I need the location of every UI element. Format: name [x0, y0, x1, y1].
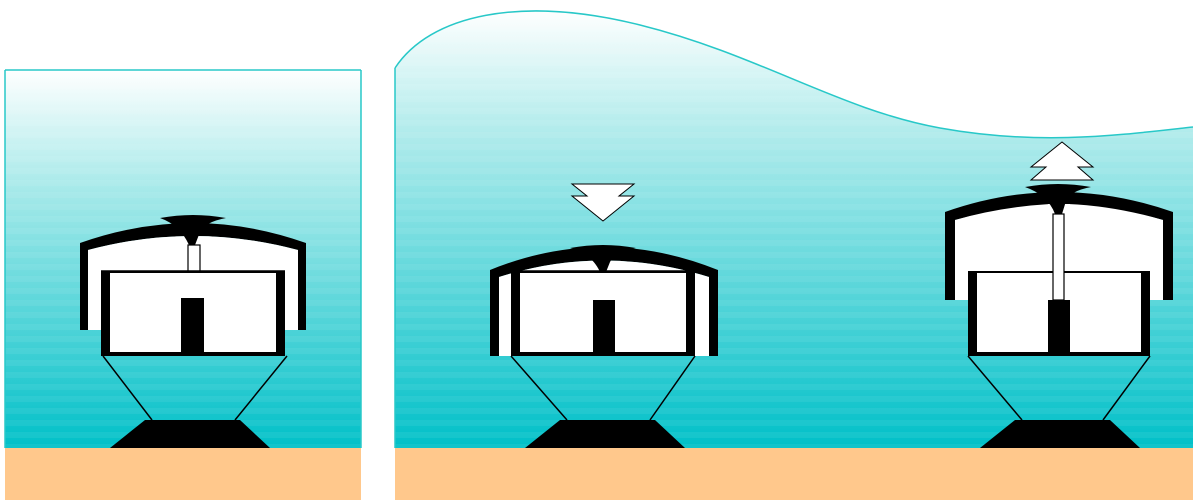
anchor-base	[110, 420, 270, 448]
panel-still-water	[4, 69, 362, 500]
device-rest	[80, 215, 306, 448]
piston-rod	[1052, 213, 1065, 301]
generator-block	[1048, 300, 1070, 352]
tether-left	[510, 355, 568, 421]
seabed	[5, 448, 361, 500]
tether-right	[649, 355, 696, 421]
device-pushed-down	[490, 183, 718, 448]
float-cap	[570, 245, 636, 272]
panel-wave	[394, 10, 1193, 500]
up-arrow-icon	[1029, 141, 1095, 181]
device-lifted-up	[945, 141, 1173, 448]
tether-left	[102, 355, 153, 421]
down-arrow-icon	[570, 183, 636, 222]
anchor-base	[525, 420, 685, 448]
generator-block	[593, 300, 615, 352]
float-shell-inner-left	[955, 204, 1050, 300]
anchor-base	[980, 420, 1140, 448]
tether-right	[234, 355, 288, 421]
wave-surface-line	[394, 10, 1193, 139]
tether-right	[1102, 355, 1151, 421]
seabed-wave	[395, 448, 1193, 500]
generator-block	[181, 298, 204, 352]
float-cap	[1025, 184, 1091, 214]
float-cap	[160, 215, 226, 245]
float-shell-overlay-right	[709, 270, 718, 356]
float-shell-inner-right	[1068, 204, 1163, 300]
tether-left	[967, 355, 1023, 421]
float-shell-overlay-left	[490, 270, 499, 356]
